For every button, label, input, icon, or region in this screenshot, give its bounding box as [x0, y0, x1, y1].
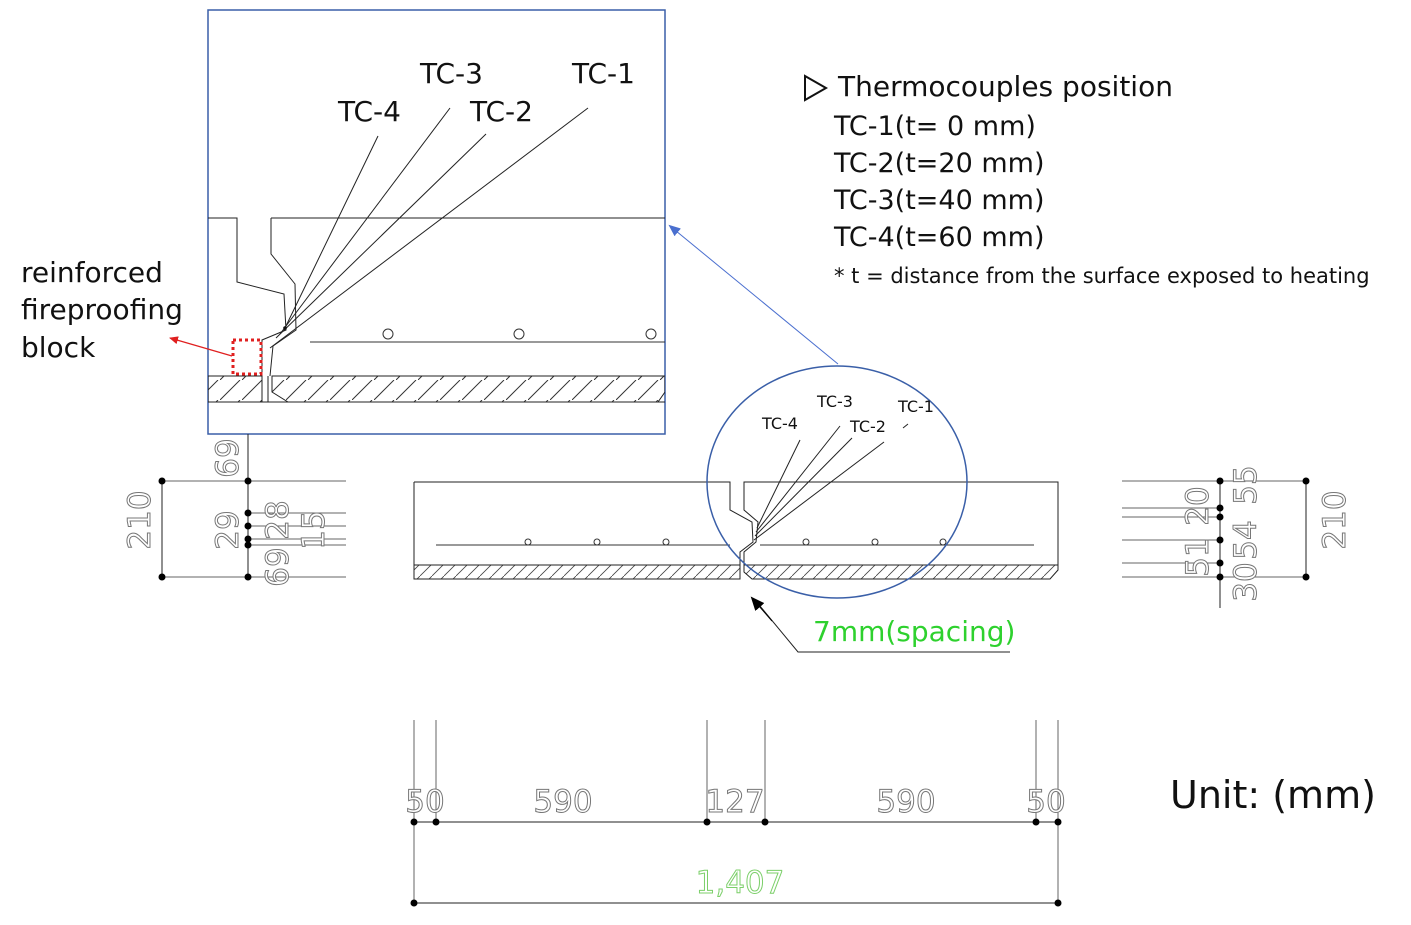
- legend-title: Thermocouples position: [837, 70, 1173, 103]
- rebar: [382, 328, 394, 340]
- bottom-dim-127: 127: [705, 784, 764, 820]
- right-fireproofing-layer: [743, 564, 1059, 580]
- block-arrow: [169, 336, 233, 357]
- legend: Thermocouples position TC-1(t= 0 mm) TC-…: [804, 70, 1370, 288]
- block-callout: reinforced fireproofing block: [21, 256, 233, 364]
- left-slab-outline: [414, 481, 754, 565]
- section-label-tc-4: TC-4: [761, 414, 798, 433]
- left-dim-210: 210: [122, 490, 158, 549]
- tc-2-leader: [275, 133, 487, 339]
- left-dim-15: 15: [296, 510, 332, 549]
- right-slab-outline: [743, 481, 1059, 565]
- right-dim-55: 55: [1228, 465, 1264, 504]
- detail-view: TC-3 TC-1 TC-4 TC-2: [207, 9, 666, 435]
- tc-point: [283, 326, 287, 330]
- left-dim-69-bottom: 69: [260, 547, 296, 586]
- bottom-dim-590-right: 590: [876, 784, 935, 820]
- left-dimensions: 210 69 29 69 28 15: [122, 434, 346, 587]
- legend-item-tc-3: TC-3(t=40 mm): [833, 185, 1045, 216]
- section-label-tc-1: TC-1: [897, 397, 934, 416]
- left-dim-29: 29: [210, 510, 246, 549]
- rebar: [645, 328, 657, 340]
- tc-4-leader: [284, 135, 379, 329]
- bottom-dim-50-right: 50: [1026, 784, 1065, 820]
- right-dim-54: 54: [1228, 520, 1264, 559]
- legend-note: * t = distance from the surface exposed …: [834, 264, 1370, 288]
- spacing-leader: [759, 605, 1010, 653]
- left-dim-28: 28: [260, 500, 296, 539]
- tc-1-leader: [269, 107, 589, 349]
- detail-label-tc-4: TC-4: [337, 95, 401, 128]
- rebar: [513, 328, 525, 340]
- fireproofing-layer-right: [271, 375, 665, 403]
- bottom-dim-total: 1,407: [696, 865, 785, 901]
- triangle-bullet-icon: [804, 74, 829, 102]
- zoom-pointer-arrow: [668, 224, 839, 365]
- spacing-callout: 7mm(spacing): [750, 596, 1015, 653]
- legend-item-tc-2: TC-2(t=20 mm): [833, 148, 1045, 179]
- block-label-line-2: fireproofing: [21, 293, 183, 326]
- right-dimensions: 55 20 54 51 30 210: [1122, 465, 1354, 608]
- right-dim-20: 20: [1180, 486, 1216, 525]
- detail-label-tc-2: TC-2: [469, 95, 533, 128]
- right-dim-30: 30: [1228, 562, 1264, 601]
- unit-label: Unit: (mm): [1170, 773, 1376, 817]
- left-fireproofing-layer: [413, 564, 741, 580]
- reinforced-block-marker: [231, 338, 263, 376]
- zoom-circle: [706, 365, 968, 599]
- block-label-line-3: block: [21, 331, 96, 364]
- spacing-label: 7mm(spacing): [813, 615, 1015, 648]
- section-label-tc-3: TC-3: [816, 392, 853, 411]
- left-dim-69-top: 69: [210, 438, 246, 477]
- bottom-dim-50-left: 50: [405, 784, 444, 820]
- right-dim-210: 210: [1317, 490, 1353, 549]
- fireproofing-layer-left: [208, 375, 263, 403]
- detail-label-tc-3: TC-3: [419, 57, 483, 90]
- bottom-dimensions: 50 590 127 590 50 1,407: [405, 720, 1066, 907]
- tc-3-leader: [279, 107, 451, 335]
- left-slab-joint-edge: [208, 217, 287, 376]
- legend-item-tc-1: TC-1(t= 0 mm): [833, 111, 1036, 142]
- legend-item-tc-4: TC-4(t=60 mm): [833, 222, 1045, 253]
- bottom-dim-590-left: 590: [533, 784, 592, 820]
- detail-label-tc-1: TC-1: [571, 57, 635, 90]
- section-view: TC-3 TC-1 TC-4 TC-2: [413, 365, 1059, 599]
- right-dim-51: 51: [1180, 537, 1216, 576]
- section-label-tc-2: TC-2: [849, 417, 886, 436]
- block-label-line-1: reinforced: [21, 256, 163, 289]
